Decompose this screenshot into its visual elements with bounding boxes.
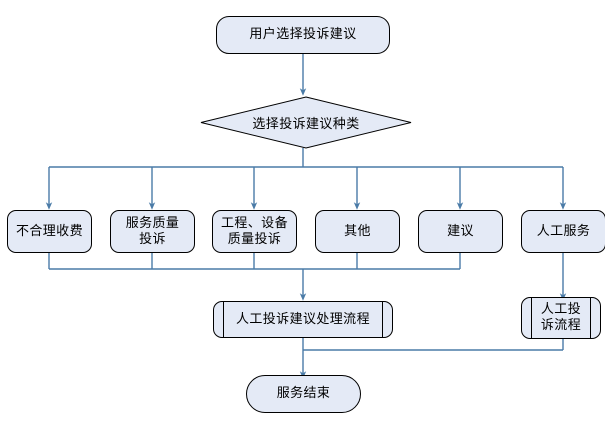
- node-end-label: 服务结束: [276, 386, 331, 402]
- predefined-bar-left: [223, 301, 224, 338]
- predefined-bar-left-2: [531, 297, 532, 339]
- node-option-service-quality[interactable]: 服务质量 投诉: [110, 210, 195, 253]
- node-start-label: 用户选择投诉建议: [249, 27, 357, 43]
- node-option4-label: 其他: [344, 223, 371, 239]
- predefined-bar-right: [382, 301, 383, 338]
- node-option-other[interactable]: 其他: [315, 210, 400, 253]
- node-option-suggestion[interactable]: 建议: [418, 210, 503, 253]
- node-manual-flow-label: 人工投 诉流程: [540, 302, 582, 333]
- node-option-engineering-equipment-quality[interactable]: 工程、设备 质量投诉: [212, 210, 297, 253]
- node-end[interactable]: 服务结束: [246, 375, 361, 413]
- node-manual-process-label: 人工投诉建议处理流程: [235, 311, 370, 327]
- node-decision-label: 选择投诉建议种类: [252, 117, 360, 132]
- node-option1-label: 不合理收费: [15, 223, 83, 239]
- node-option2-label: 服务质量 投诉: [125, 215, 180, 247]
- node-start[interactable]: 用户选择投诉建议: [216, 16, 390, 54]
- node-option-unreasonable-fee[interactable]: 不合理收费: [7, 210, 92, 253]
- node-option6-label: 人工服务: [536, 223, 591, 239]
- node-option3-label: 工程、设备 质量投诉: [220, 215, 288, 247]
- node-option5-label: 建议: [447, 223, 474, 239]
- node-manual-complaint-process[interactable]: 人工投诉建议处理流程: [213, 301, 393, 338]
- node-decision[interactable]: 选择投诉建议种类: [200, 96, 412, 149]
- node-manual-flow[interactable]: 人工投 诉流程: [521, 297, 601, 339]
- predefined-bar-right-2: [590, 297, 591, 339]
- diamond-shape: [200, 96, 412, 149]
- node-option-manual-service[interactable]: 人工服务: [521, 210, 605, 253]
